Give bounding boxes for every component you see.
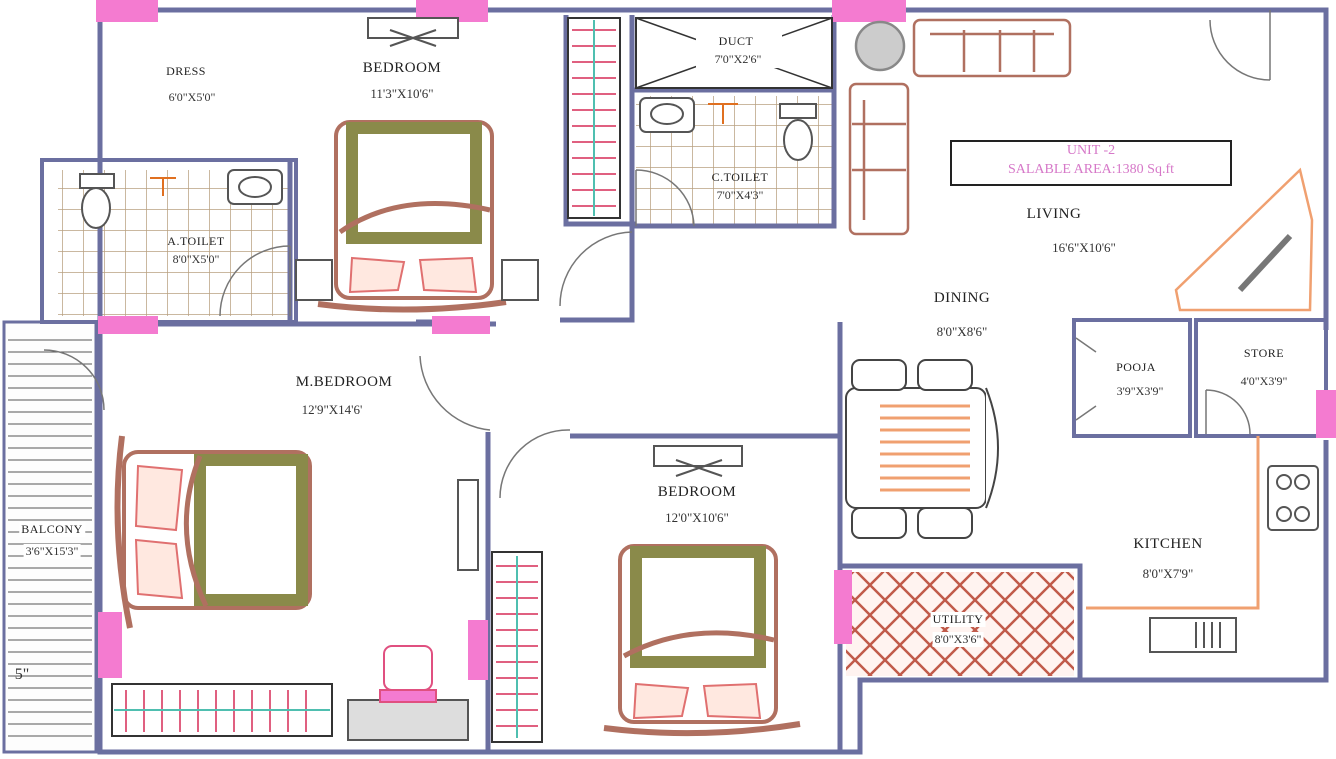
bed-second bbox=[603, 544, 801, 737]
room-name-duct: DUCT bbox=[718, 34, 754, 48]
study-desk bbox=[347, 645, 469, 741]
room-dim-c-toilet: 7'0"X4'3" bbox=[716, 188, 764, 202]
room-dim-a-toilet: 8'0"X5'0" bbox=[172, 252, 220, 266]
room-dim-duct: 7'0"X2'6" bbox=[714, 52, 762, 66]
balcony-slats bbox=[2, 320, 98, 754]
room-dim-m-bedroom: 12'9"X14'6' bbox=[301, 402, 363, 417]
room-dim-store: 4'0"X3'9" bbox=[1240, 374, 1288, 388]
room-dim-dress: 6'0"X5'0" bbox=[168, 90, 216, 104]
room-name-balcony: BALCONY bbox=[19, 522, 85, 537]
unit-area: SALABLE AREA:1380 Sq.ft bbox=[1007, 162, 1175, 177]
unit-info-box: UNIT -2 SALABLE AREA:1380 Sq.ft bbox=[950, 140, 1232, 186]
room-dim-balcony: 3'6"X15'3" bbox=[23, 544, 81, 559]
wardrobe-bottom bbox=[111, 683, 333, 737]
room-name-m-bedroom: M.BEDROOM bbox=[295, 374, 393, 390]
pillars bbox=[96, 0, 1336, 680]
room-name-bedroom-2: BEDROOM bbox=[657, 484, 737, 500]
room-name-utility: UTILITY bbox=[930, 612, 986, 627]
a-toilet-fixtures bbox=[79, 169, 283, 229]
room-name-pooja: POOJA bbox=[1116, 360, 1156, 374]
room-dim-bedroom-2: 12'0"X10'6" bbox=[665, 510, 729, 525]
wardrobe-top bbox=[567, 17, 621, 219]
room-name-a-toilet: A.TOILET bbox=[167, 234, 225, 248]
room-dim-dining: 8'0"X8'6" bbox=[936, 324, 988, 339]
room-dim-bedroom-1: 11'3"X10'6" bbox=[370, 86, 434, 101]
bed-master bbox=[114, 435, 312, 629]
room-name-kitchen: KITCHEN bbox=[1133, 536, 1203, 552]
doors bbox=[43, 10, 1271, 499]
room-dim-pooja: 3'9"X3'9" bbox=[1116, 384, 1164, 398]
room-dim-living: 16'6"X10'6" bbox=[1052, 240, 1116, 255]
room-name-store: STORE bbox=[1243, 346, 1285, 360]
edge-dimension: 5" bbox=[14, 666, 30, 683]
room-name-dress: DRESS bbox=[166, 64, 206, 78]
tv-units bbox=[367, 17, 743, 571]
bed-top bbox=[295, 120, 539, 313]
kitchen-fixtures bbox=[1149, 465, 1319, 653]
sofa-set bbox=[848, 18, 1314, 312]
c-toilet-fixtures bbox=[639, 97, 817, 161]
room-name-bedroom-1: BEDROOM bbox=[362, 60, 442, 76]
room-name-c-toilet: C.TOILET bbox=[711, 170, 769, 184]
room-dim-utility: 8'0"X3'6" bbox=[932, 632, 984, 647]
duct-shaft bbox=[635, 17, 833, 89]
room-dim-kitchen: 8'0"X7'9" bbox=[1142, 566, 1194, 581]
room-name-living: LIVING bbox=[1026, 206, 1082, 222]
wardrobe-mid bbox=[491, 551, 543, 743]
unit-title: UNIT -2 bbox=[1066, 143, 1116, 158]
room-name-dining: DINING bbox=[933, 290, 991, 306]
dining-set bbox=[845, 359, 999, 539]
